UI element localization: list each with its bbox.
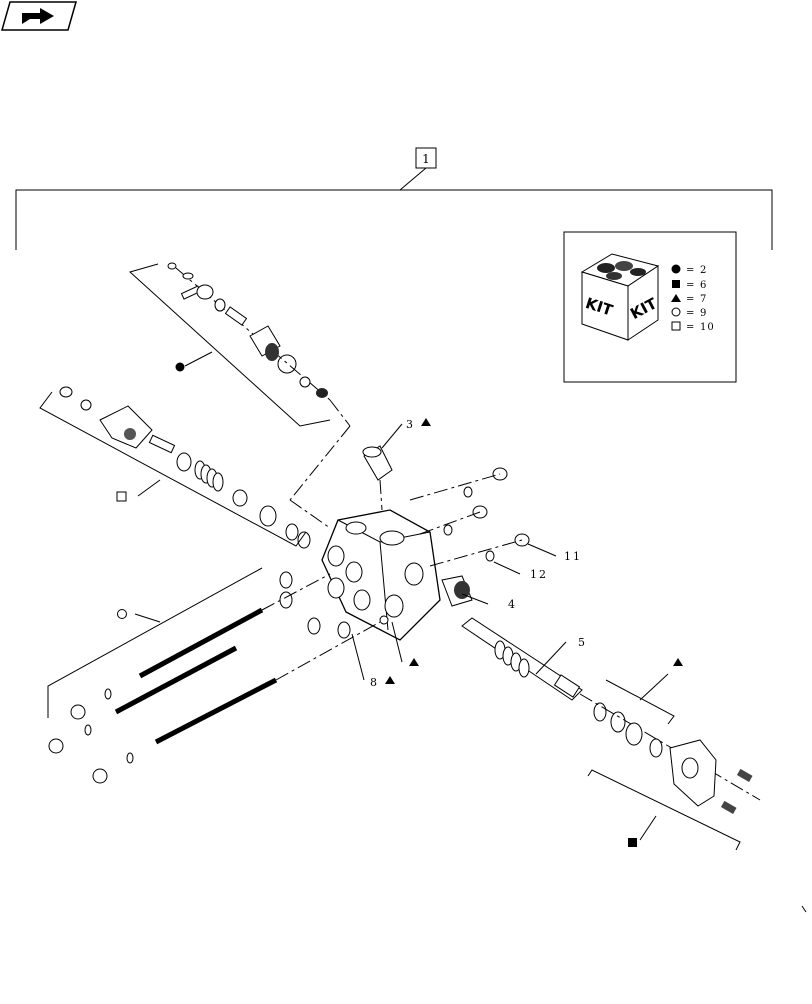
valve-body [321,509,441,641]
legend-filled-square [672,280,680,288]
group-marker-filled-square [628,838,637,847]
back-nav-icon[interactable] [1,1,77,31]
callout-8-number: 8 [370,676,379,689]
group-marker-open-square [116,491,127,502]
legend-filled-triangle [671,294,681,302]
callout-11-number: 11 [564,550,582,563]
tie-rod-group [47,567,381,784]
svg-text:=: = [686,294,695,305]
legend-ref-2: 2 [700,265,707,276]
right-fasteners [409,467,530,607]
callout-5-number: 5 [578,636,587,649]
callout-12-number: 12 [530,568,548,581]
spool-group-left [39,386,311,549]
legend-open-circle [671,307,681,317]
legend-ref-10: 10 [700,322,715,333]
svg-text:=: = [686,322,695,333]
legend-open-square [671,321,681,331]
legend-filled-circle [671,264,681,274]
corner-mark [801,905,807,913]
callout-8-triangle [385,676,395,684]
kit-box-icon: KIT KIT [580,253,661,341]
legend-ref-6: 6 [700,280,707,291]
assembly-ref-label: 1 [422,152,430,166]
relief-valve-group [128,262,351,529]
legend-ref-7: 7 [700,294,707,305]
callout-3-number: 3 [406,418,415,431]
callout-4-number: 4 [508,598,517,611]
svg-text:=: = [686,280,695,291]
cap-group-triangle [673,658,683,666]
group-marker-filled-circle [175,362,185,372]
svg-text:=: = [686,308,695,319]
callout-3-triangle [421,418,431,426]
kit-legend: KIT KIT = 2 = 6 = 7 = 9 = 10 [563,231,737,383]
callout-leaders [351,423,567,681]
legend-equals: = [686,265,695,276]
assembly-bracket: 1 [15,147,773,250]
main-spool [461,617,761,801]
end-cap-group [587,673,753,851]
check-valve-part [362,445,393,511]
valve-body-triangle [409,658,419,666]
group-marker-open-circle [117,609,127,619]
legend-ref-9: 9 [700,308,707,319]
